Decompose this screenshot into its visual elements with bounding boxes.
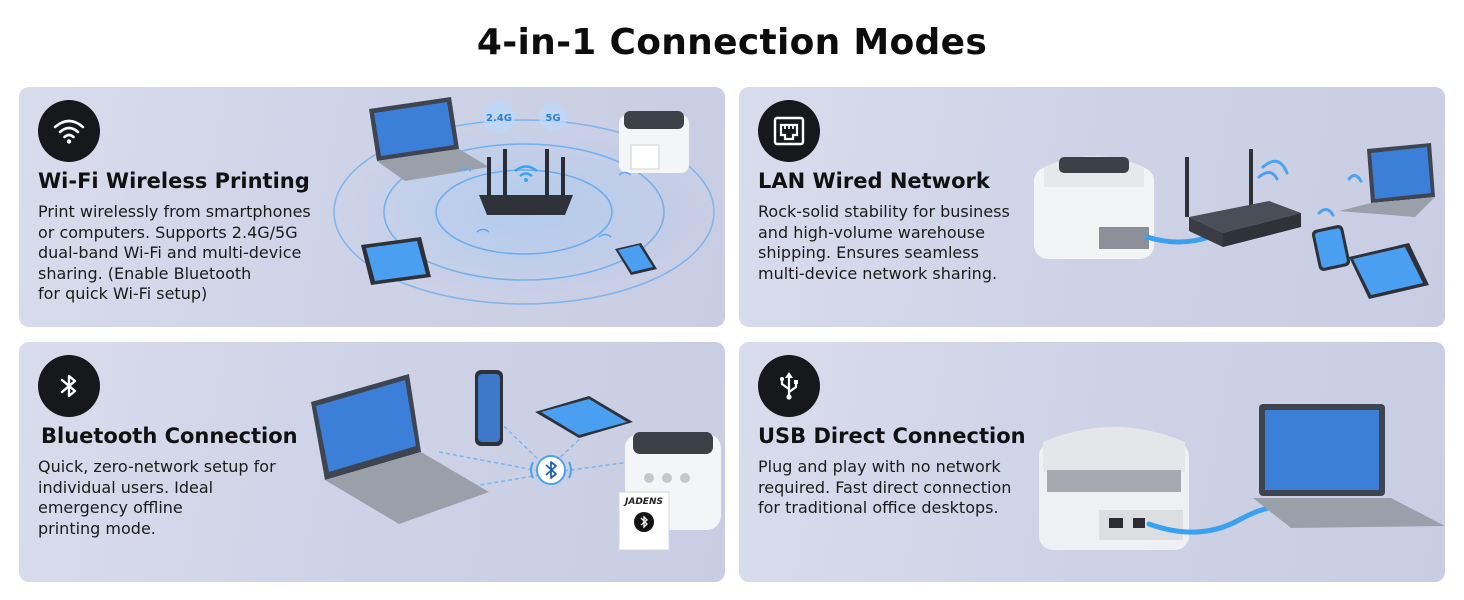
usb-card-title: USB Direct Connection [758,424,1026,448]
smartphone-icon [615,243,657,275]
bluetooth-icon [60,374,77,398]
bluetooth-desc-line: printing mode. [38,518,156,538]
wifi-card-title: Wi-Fi Wireless Printing [38,169,310,193]
lan-desc-line: multi-device network sharing. [758,263,998,283]
laptop-icon [1253,404,1445,528]
bluetooth-desc-line: Quick, zero-network setup for [38,457,276,476]
bluetooth-card: Bluetooth Connection Quick, zero-network… [19,342,725,582]
wifi-icon [53,119,85,144]
wifi-desc-line: or computers. Supports 2.4G/5G [38,222,298,242]
wifi-desc-line: Print wirelessly from smartphones [38,202,311,221]
usb-desc-line: Plug and play with no network [758,457,1001,476]
smartphone-icon [1311,225,1351,271]
wifi-network-illustration: 2.4G 5G [329,97,719,307]
tablet-icon [535,396,633,438]
lan-badge [758,100,820,162]
bluetooth-desc-line: emergency offline [38,498,183,517]
bluetooth-badge [38,355,100,417]
laptop-icon [369,97,489,181]
tablet-icon [361,237,431,285]
wifi-desc-line: for quick Wi-Fi setup) [38,284,208,303]
laptop-icon [311,374,489,524]
router-icon [479,149,573,215]
printer-icon [1034,156,1154,259]
printer-icon: JADENS [618,432,721,551]
usb-card: USB Direct Connection Plug and play with… [739,342,1445,582]
usb-badge [758,355,820,417]
usb-card-description: Plug and play with no network required. … [758,457,1058,519]
usb-desc-line: for traditional office desktops. [758,498,999,517]
lan-desc-line: and high-volume warehouse [758,222,985,242]
bluetooth-illustration: JADENS [311,370,721,551]
bluetooth-card-description: Quick, zero-network setup for individual… [38,457,338,539]
lan-card-title: LAN Wired Network [758,169,990,193]
band-badge-2-4g: 2.4G [483,101,515,133]
wifi-card: Wi-Fi Wireless Printing Print wirelessly… [19,87,725,327]
band-label-2-4g: 2.4G [486,113,512,124]
wifi-desc-line: sharing. (Enable Bluetooth [38,263,252,283]
lan-desc-line: Rock-solid stability for business [758,202,1010,221]
wifi-badge [38,100,100,162]
band-badge-5g: 5G [539,103,567,131]
wifi-card-description: Print wirelessly from smartphones or com… [38,202,338,305]
smartphone-icon [475,370,503,446]
lan-card: LAN Wired Network Rock-solid stability f… [739,87,1445,327]
usb-illustration [1039,404,1445,550]
band-label-5g: 5G [545,113,560,124]
ethernet-port-icon [773,116,805,146]
tablet-icon [1349,243,1429,299]
printer-label: JADENS [623,497,663,507]
bluetooth-hub-icon [530,455,572,485]
usb-desc-line: required. Fast direct connection [758,477,1012,497]
laptop-icon [1339,143,1435,217]
usb-icon [780,372,798,400]
lan-network-illustration [1034,143,1435,299]
page-title: 4-in-1 Connection Modes [476,22,988,63]
lan-card-description: Rock-solid stability for business and hi… [758,202,1058,284]
wifi-desc-line: dual-band Wi-Fi and multi-device [38,243,302,262]
bluetooth-desc-line: individual users. Ideal [38,477,214,497]
lan-desc-line: shipping. Ensures seamless [758,243,979,262]
router-icon [1185,149,1301,247]
bluetooth-card-title: Bluetooth Connection [41,424,298,448]
printer-icon [619,111,689,173]
